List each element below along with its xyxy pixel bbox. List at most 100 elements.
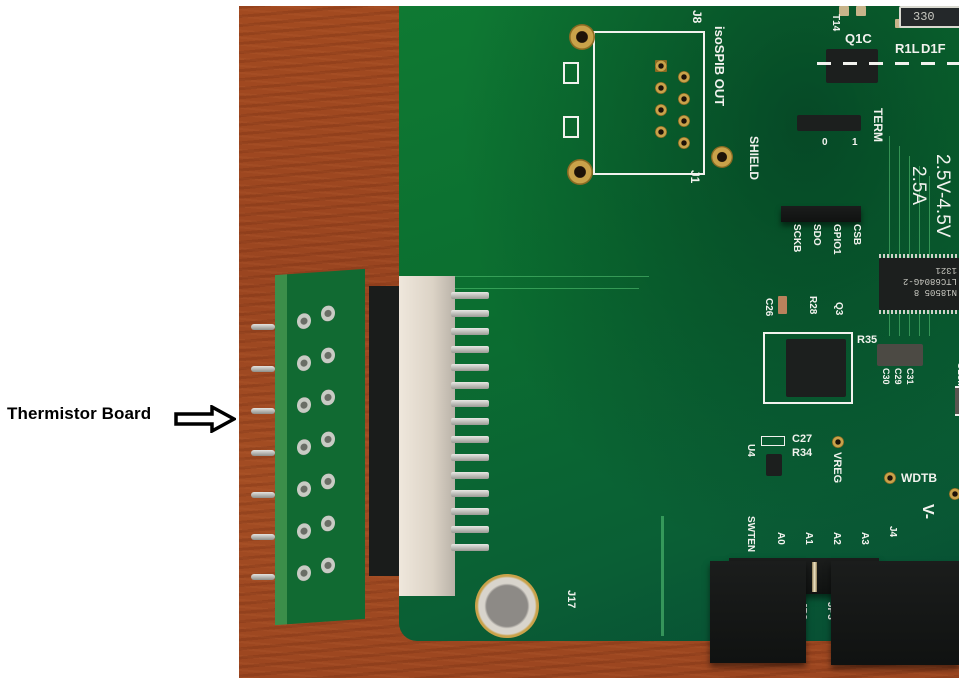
- solder-joint: [297, 564, 311, 582]
- solder-joint: [297, 312, 311, 330]
- j17-connector-housing[interactable]: [399, 276, 455, 596]
- opt-dashed-outline: [817, 62, 959, 65]
- silk-q1c: Q1C: [845, 31, 872, 46]
- q3-outline: [763, 332, 853, 404]
- wdtb-test-point: [884, 472, 896, 484]
- trace: [409, 288, 639, 289]
- j4-connector[interactable]: [710, 561, 806, 663]
- pin-hole: [655, 82, 667, 94]
- shield-hole: [711, 146, 733, 168]
- pin-hole: [678, 93, 690, 105]
- silk-sckb: SCKB: [791, 224, 802, 253]
- solder-joint: [321, 556, 335, 574]
- term-jumper[interactable]: [797, 115, 861, 131]
- silk-j8: J8: [690, 10, 704, 24]
- silk-c27: C27: [792, 433, 813, 445]
- connector-pin: [451, 418, 489, 425]
- thermistor-pin: [251, 534, 275, 540]
- t14-component: [826, 49, 878, 83]
- silk-gpio1: GPIO1: [831, 224, 842, 255]
- silk-c29: C29: [893, 368, 903, 385]
- main-pcb: J8 isoSPIB OUT J1 SHIELD T14 TERM 0 1 OP…: [399, 6, 959, 641]
- c27-outline: [761, 436, 785, 446]
- silk-a2: A2: [831, 532, 842, 545]
- pad-outline: [563, 62, 579, 84]
- connector-pin: [451, 382, 489, 389]
- resistor-array: [877, 344, 923, 366]
- thermistor-board-label: Thermistor Board: [7, 404, 152, 423]
- silk-term-0: 0: [822, 137, 828, 148]
- pcb-photo: J8 isoSPIB OUT J1 SHIELD T14 TERM 0 1 OP…: [239, 6, 959, 678]
- trace: [919, 166, 920, 336]
- mount-hole: [569, 24, 595, 50]
- u3-marking-1: N18505 8: [913, 287, 958, 297]
- r330-resistor: 330: [899, 6, 959, 28]
- c26-pad: [778, 296, 787, 314]
- q3-regulator: [786, 339, 846, 397]
- silk-csb: CSB: [851, 224, 862, 246]
- silk-j4: J4: [887, 526, 898, 538]
- connector-pin: [451, 364, 489, 371]
- silk-a0: A0: [775, 532, 786, 545]
- pad-outline: [563, 116, 579, 138]
- silk-r1l: R1L: [895, 41, 920, 56]
- connector-pin: [451, 310, 489, 317]
- vreg-test-point: [832, 436, 844, 448]
- connector-pin: [451, 544, 489, 551]
- right-arrow-icon: [174, 405, 236, 433]
- connector-pin: [451, 526, 489, 533]
- thermistor-pin: [251, 324, 275, 330]
- silk-term-1: 1: [852, 137, 858, 148]
- silk-jp3: JP3: [825, 602, 836, 620]
- j5-connector[interactable]: [831, 561, 959, 665]
- trace: [409, 276, 649, 277]
- silk-u4: U4: [745, 444, 756, 457]
- solder-joint: [321, 346, 335, 364]
- silk-a3: A3: [859, 532, 870, 545]
- pin-hole: [655, 126, 667, 138]
- silk-c30: C30: [881, 368, 891, 385]
- pad: [839, 6, 849, 16]
- silk-t14: T14: [830, 14, 841, 32]
- silk-c26: C26: [763, 298, 774, 317]
- solder-joint: [297, 438, 311, 456]
- u3-marking-2: LTC6804G-2: [903, 276, 958, 286]
- solder-joint: [297, 522, 311, 540]
- connector-pin: [451, 292, 489, 299]
- connector-pin: [451, 454, 489, 461]
- silk-j1: J1: [688, 170, 702, 184]
- pin-hole: [678, 71, 690, 83]
- trace: [909, 156, 910, 336]
- silk-c31: C31: [905, 368, 915, 385]
- silk-j17: J17: [565, 590, 577, 609]
- solder-joint: [321, 514, 335, 532]
- solder-joint: [321, 304, 335, 322]
- spi-header[interactable]: [781, 206, 861, 222]
- solder-joint: [297, 354, 311, 372]
- thermistor-pin: [251, 366, 275, 372]
- solder-joint: [321, 388, 335, 406]
- silk-switch: SWTEN: [745, 516, 756, 553]
- pin-hole: [655, 104, 667, 116]
- silk-d1f: D1F: [921, 41, 946, 56]
- silk-isospi-out: isoSPIB OUT: [712, 26, 727, 107]
- silk-r28: R28: [807, 296, 818, 315]
- connector-pin: [451, 472, 489, 479]
- connector-pin: [451, 436, 489, 443]
- connector-pin: [451, 400, 489, 407]
- thermistor-pin: [251, 574, 275, 580]
- pad: [856, 6, 866, 16]
- u3-ic: N18505 8 LTC6804G-2 1321: [879, 254, 959, 314]
- jp2-pin[interactable]: [812, 562, 817, 592]
- thermistor-pin: [251, 408, 275, 414]
- trace: [899, 146, 900, 336]
- thermistor-board: [275, 268, 365, 626]
- silk-term: TERM: [871, 108, 885, 142]
- silk-vreg: VREG: [831, 452, 843, 484]
- u3-marking-3: 1321: [935, 265, 958, 275]
- solder-joint: [321, 472, 335, 490]
- u4-ic: [766, 454, 782, 476]
- trace: [889, 136, 890, 336]
- pin-hole: [678, 137, 690, 149]
- thermistor-pin: [251, 450, 275, 456]
